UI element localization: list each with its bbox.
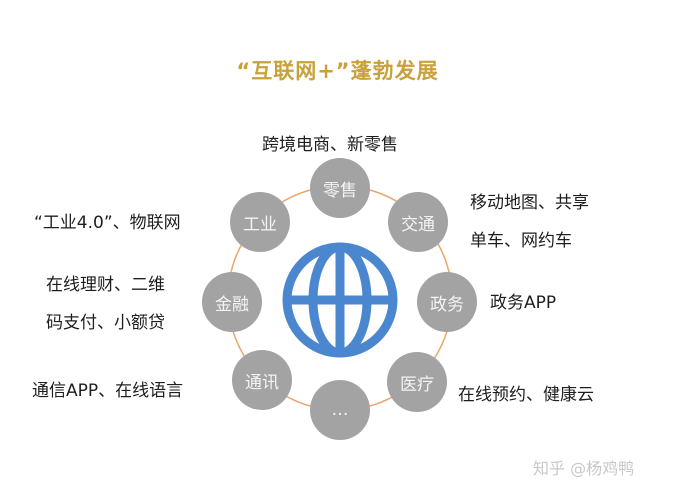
label-retail: 跨境电商、新零售	[262, 135, 398, 155]
label-government: 政务APP	[490, 293, 557, 313]
page-title: “互联网+”蓬勃发展	[236, 59, 439, 83]
label-finance-line2: 码支付、小额贷	[46, 313, 165, 333]
node-industry: 工业	[230, 192, 290, 252]
node-more: …	[310, 380, 370, 440]
node-medical: 医疗	[387, 352, 447, 412]
node-finance: 金融	[202, 272, 262, 332]
label-transport-line2: 单车、网约车	[470, 231, 572, 251]
watermark: 知乎 @杨鸡鸭	[533, 459, 635, 478]
label-finance-line1: 在线理财、二维	[46, 275, 165, 295]
node-transport: 交通	[388, 192, 448, 252]
globe-icon	[282, 242, 398, 358]
label-industry: “工业4.0”、物联网	[34, 213, 181, 233]
node-retail: 零售	[310, 158, 370, 218]
label-medical: 在线预约、健康云	[458, 385, 594, 405]
label-transport-line1: 移动地图、共享	[470, 193, 589, 213]
node-government: 政务	[417, 272, 477, 332]
node-telecom: 通讯	[232, 350, 292, 410]
label-telecom: 通信APP、在线语言	[32, 381, 184, 401]
